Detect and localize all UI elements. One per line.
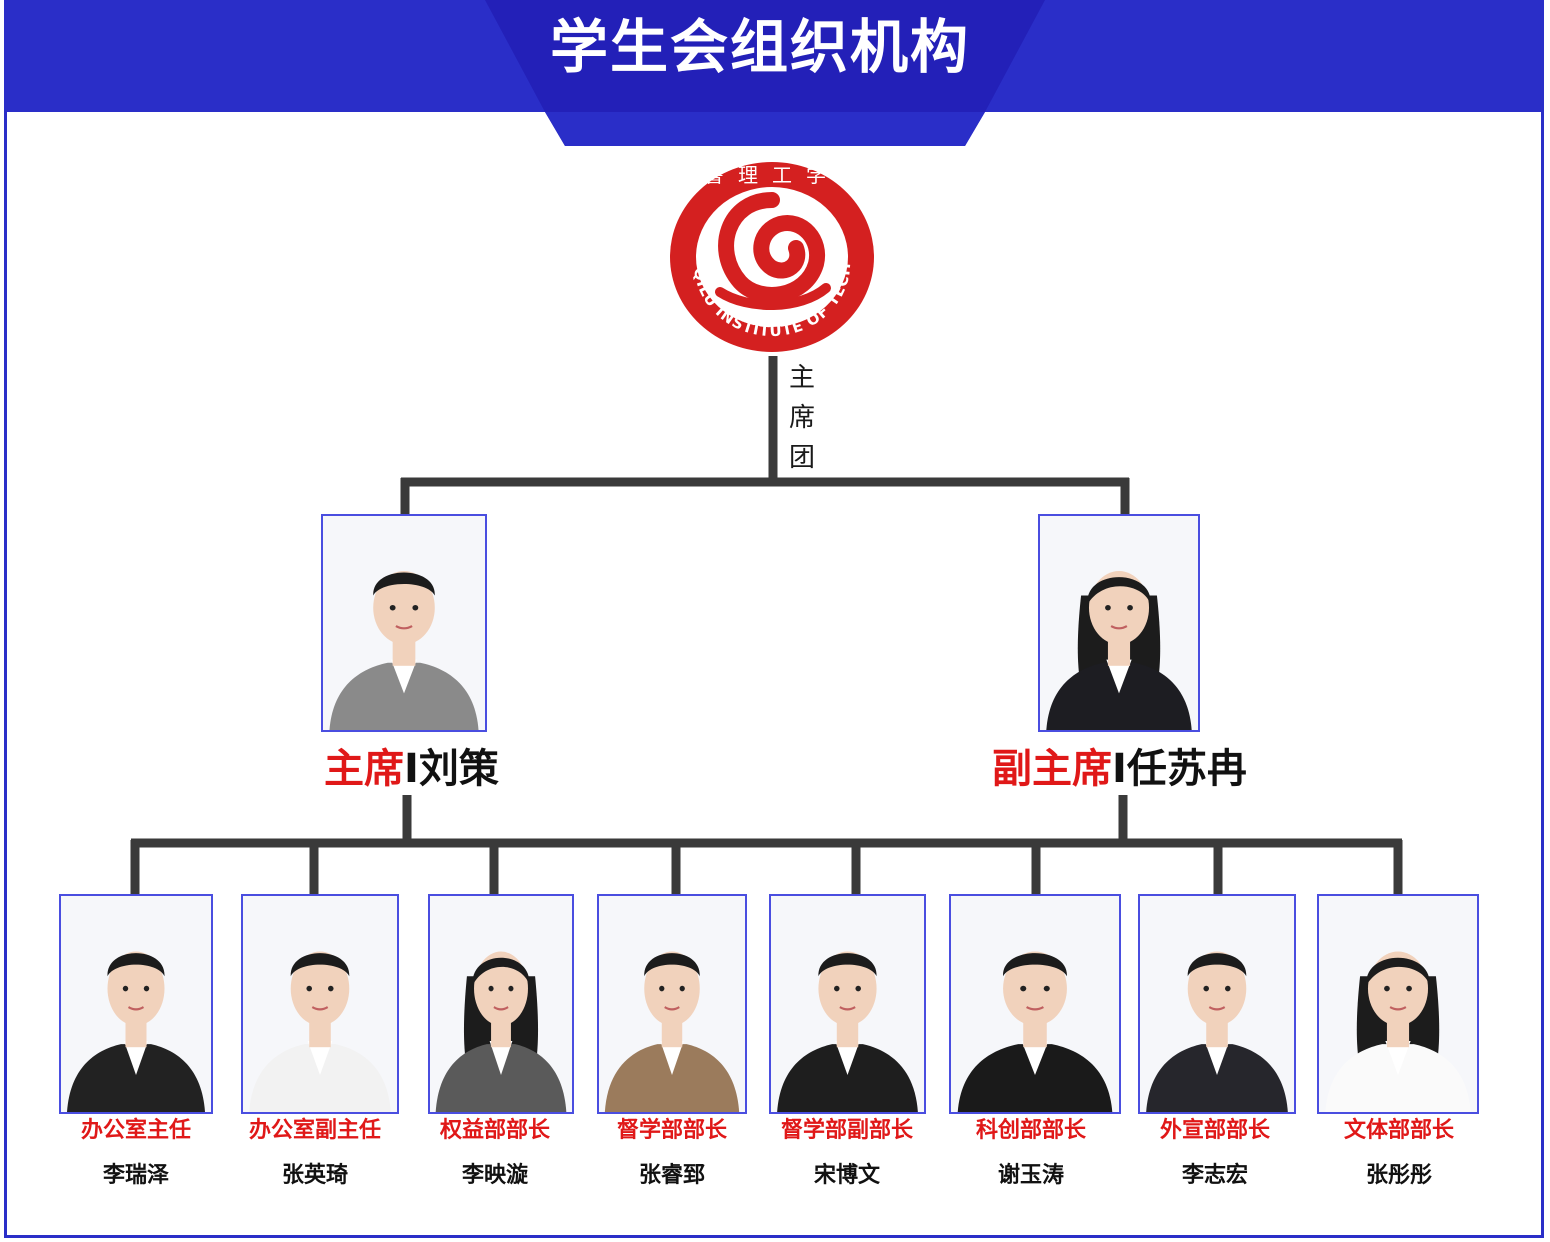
presidium-label-char: 团 bbox=[788, 443, 815, 473]
page-title: 学生会组织机构 bbox=[549, 13, 970, 81]
leader-title: 主席I刘策 bbox=[324, 744, 499, 794]
member-role: 科创部部长 bbox=[975, 1118, 1086, 1143]
leader-name: 刘策 bbox=[418, 746, 499, 792]
member-photo bbox=[241, 894, 399, 1114]
leader-photo bbox=[321, 514, 487, 732]
member-photo bbox=[949, 894, 1121, 1114]
presidium-label-char: 席 bbox=[788, 403, 815, 433]
member-role: 办公室副主任 bbox=[248, 1118, 381, 1143]
presidium-label: 主 席 团 bbox=[784, 358, 820, 478]
member-name: 李瑞泽 bbox=[102, 1163, 169, 1188]
leader-name: 任苏冉 bbox=[1126, 746, 1247, 792]
leader-title: 副主席I任苏冉 bbox=[992, 744, 1247, 794]
member-name: 宋博文 bbox=[813, 1163, 880, 1188]
member-photo bbox=[597, 894, 747, 1114]
leader-photo bbox=[1038, 514, 1200, 732]
member-role: 督学部副部长 bbox=[780, 1118, 913, 1143]
member-photo bbox=[59, 894, 213, 1114]
member-name: 张英琦 bbox=[281, 1163, 348, 1188]
seal-chinese-text: 齐鲁理工学院 bbox=[670, 163, 874, 187]
member-role: 文体部部长 bbox=[1343, 1118, 1454, 1143]
leader-separator: I bbox=[1112, 746, 1127, 792]
member-photo bbox=[769, 894, 926, 1114]
leader-role: 副主席 bbox=[992, 746, 1112, 792]
presidium-label-char: 主 bbox=[788, 363, 815, 393]
leader-role: 主席 bbox=[324, 746, 404, 792]
member-role: 办公室主任 bbox=[80, 1118, 191, 1143]
member-name: 张睿郅 bbox=[638, 1163, 705, 1188]
member-role: 督学部部长 bbox=[616, 1118, 727, 1143]
member-role: 权益部部长 bbox=[439, 1118, 550, 1143]
leader-separator: I bbox=[404, 746, 419, 792]
member-name: 李志宏 bbox=[1181, 1163, 1248, 1188]
member-role: 外宣部部长 bbox=[1159, 1118, 1270, 1143]
member-name: 张彤彤 bbox=[1365, 1163, 1432, 1188]
member-name: 李映漩 bbox=[461, 1163, 528, 1188]
page-frame bbox=[4, 0, 1544, 1238]
member-name: 谢玉涛 bbox=[997, 1163, 1064, 1188]
member-photo bbox=[1317, 894, 1479, 1114]
member-photo bbox=[428, 894, 574, 1114]
member-photo bbox=[1138, 894, 1296, 1114]
title-banner bbox=[485, 0, 1045, 146]
institute-seal-logo: QILU INSTITUTE OF TECHNOLOGY 齐鲁理工学院 bbox=[668, 160, 874, 352]
